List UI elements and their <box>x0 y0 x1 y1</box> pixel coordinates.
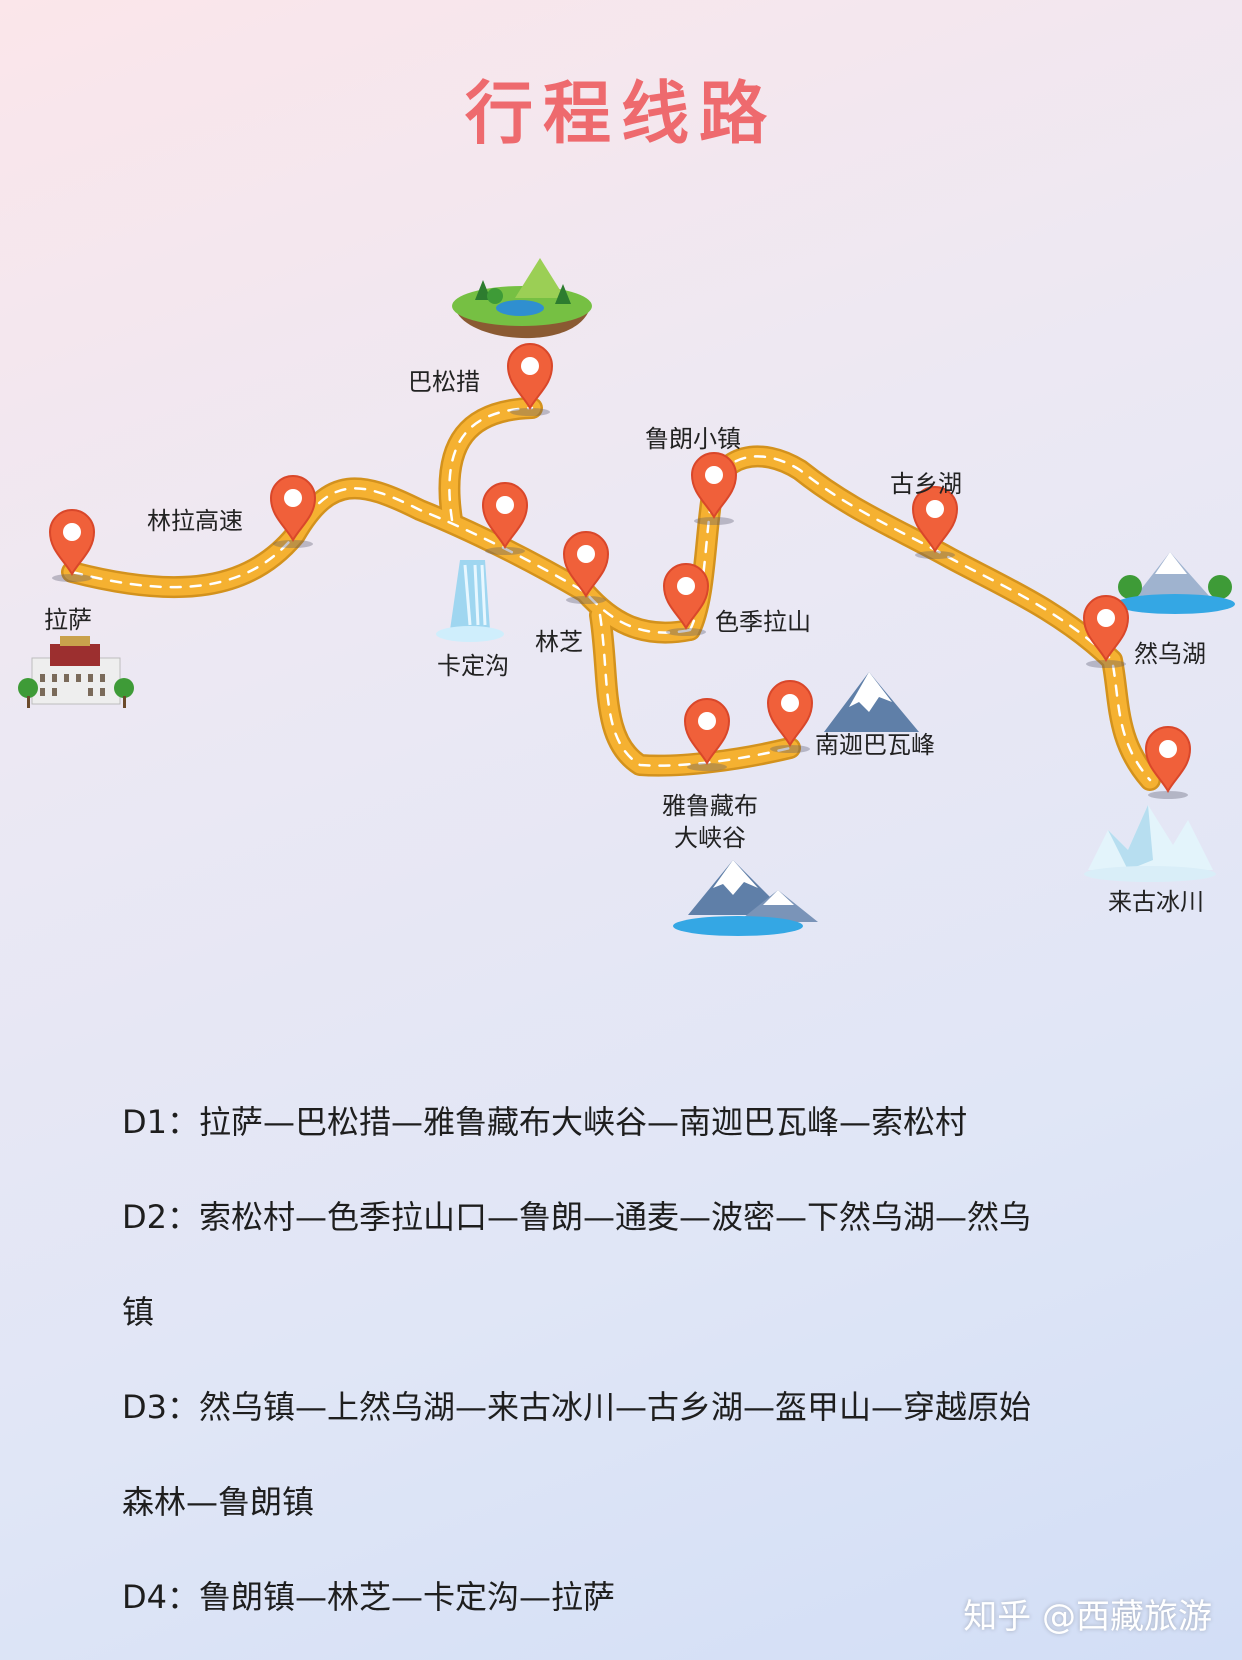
itinerary: D1：拉萨—巴松措—雅鲁藏布大峡谷—南迦巴瓦峰—索松村 D2：索松村—色季拉山口… <box>122 1075 1162 1645</box>
label-ranwuhu: 然乌湖 <box>1134 640 1206 668</box>
forest-lake-island-icon <box>452 258 592 339</box>
label-yarlung-line1: 雅鲁藏布 <box>662 792 758 820</box>
snow-mountain-icon <box>824 672 919 732</box>
itinerary-d1: D1：拉萨—巴松措—雅鲁藏布大峡谷—南迦巴瓦峰—索松村 <box>122 1103 968 1141</box>
lake-mountain-icon <box>1115 552 1235 614</box>
itinerary-d3: D3：然乌镇—上然乌湖—来古冰川—古乡湖—盔甲山—穿越原始 <box>122 1388 1032 1426</box>
label-laigu-bingchuan: 来古冰川 <box>1108 888 1204 916</box>
itinerary-d2: D2：索松村—色季拉山口—鲁朗—通麦—波密—下然乌湖—然乌 <box>122 1198 1032 1236</box>
label-yarlung-line2: 大峡谷 <box>674 824 746 852</box>
label-linla-gaosu: 林拉高速 <box>147 507 243 535</box>
page-title: 行程线路 <box>464 75 777 154</box>
itinerary-d2-cont: 镇 <box>122 1293 155 1331</box>
glacier-icon <box>1084 805 1216 882</box>
label-basongcuo: 巴松措 <box>408 368 480 396</box>
road-network <box>61 397 1161 791</box>
label-yarlung-canyon: 雅鲁藏布 大峡谷 <box>662 790 758 854</box>
label-selajishan: 色季拉山 <box>715 608 811 636</box>
label-kadinggou: 卡定沟 <box>437 652 509 680</box>
route-map <box>18 258 1235 936</box>
waterfall-icon <box>436 560 504 642</box>
itinerary-d3-cont: 森林—鲁朗镇 <box>122 1483 315 1521</box>
label-linzhi: 林芝 <box>535 628 583 656</box>
itinerary-d4: D4：鲁朗镇—林芝—卡定沟—拉萨 <box>122 1578 616 1616</box>
watermark: 知乎 @西藏旅游 <box>963 1597 1212 1637</box>
label-lulang-xiaozhen: 鲁朗小镇 <box>645 425 741 453</box>
label-lasa: 拉萨 <box>44 606 92 634</box>
potala-palace-icon <box>18 636 134 708</box>
label-nanjiabawafeng: 南迦巴瓦峰 <box>815 731 935 759</box>
snow-mountain-lake-icon <box>673 860 818 936</box>
label-guxianghu: 古乡湖 <box>890 470 962 498</box>
pin-linla-gaosu[interactable] <box>270 475 316 549</box>
